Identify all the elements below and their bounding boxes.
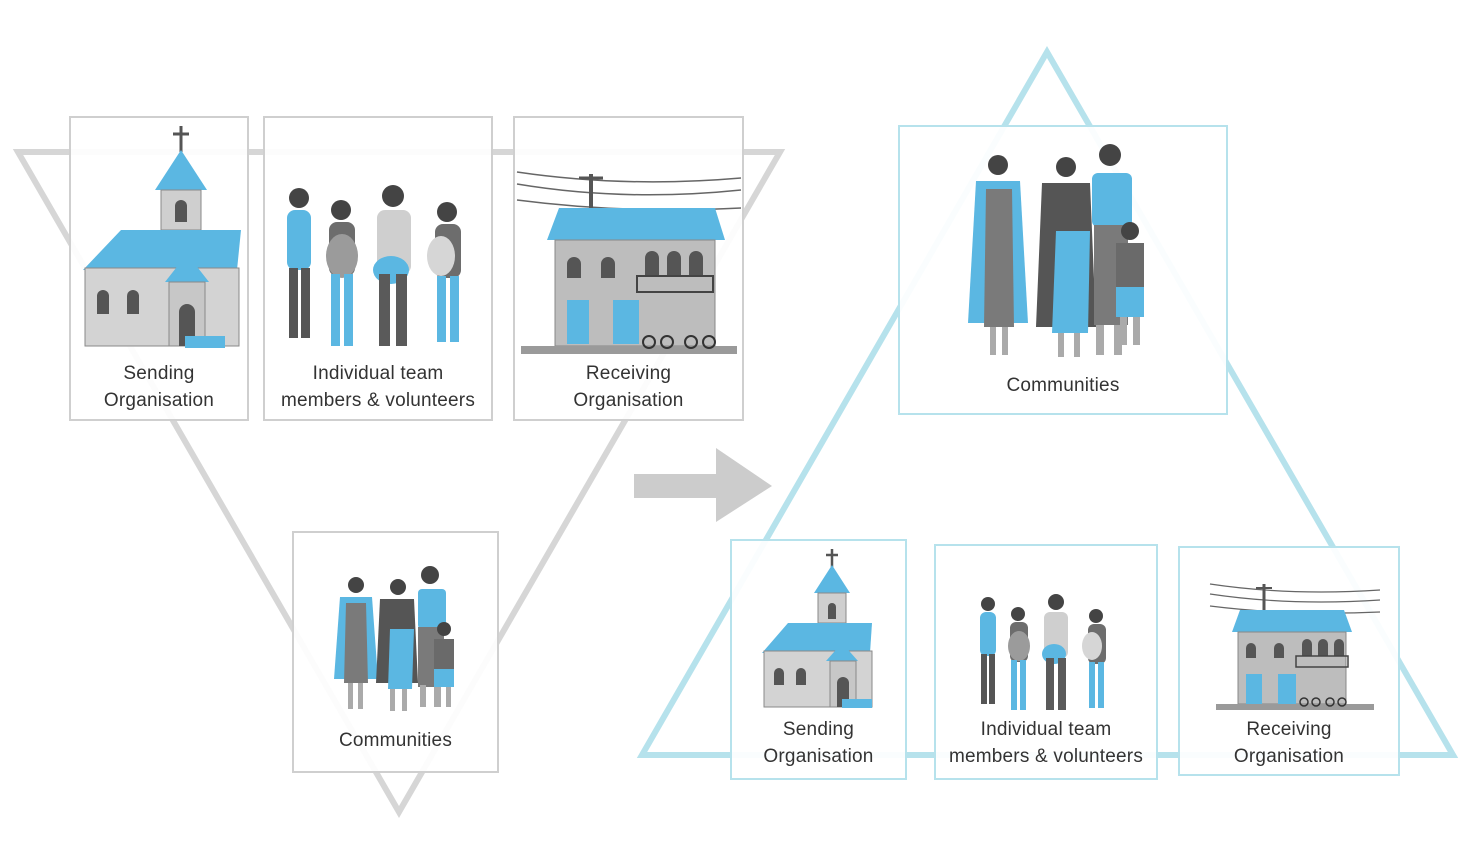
- caption-line-1: Individual team: [980, 719, 1112, 740]
- card-caption: Sending Organisation: [71, 360, 247, 414]
- caption-line-2: Organisation: [763, 746, 874, 767]
- church-icon: [762, 549, 873, 708]
- after-card-individual-team-members: Individual team members & volunteers: [934, 544, 1158, 780]
- after-card-sending-organisation: Sending Organisation: [730, 539, 907, 780]
- after-card-communities: Communities: [898, 125, 1228, 415]
- caption-line-1: Sending: [782, 719, 855, 740]
- team-members-icon: [287, 185, 461, 346]
- caption-line-2: members & volunteers: [280, 390, 476, 411]
- card-caption: Receiving Organisation: [1180, 716, 1398, 770]
- card-caption: Communities: [900, 372, 1226, 399]
- caption-line-1: Receiving: [1246, 719, 1332, 740]
- receiving-building-icon: [516, 171, 742, 354]
- caption-line-2: Organisation: [103, 390, 215, 411]
- team-members-icon: [980, 594, 1106, 710]
- before-card-communities: Communities: [292, 531, 499, 773]
- before-card-sending-organisation: Sending Organisation: [69, 116, 249, 421]
- card-caption: Receiving Organisation: [515, 360, 742, 414]
- caption-line-2: Organisation: [1233, 746, 1345, 767]
- church-icon: [83, 126, 241, 348]
- community-family-icon: [968, 144, 1144, 357]
- caption-line-1: Sending: [123, 363, 195, 384]
- card-caption: Individual team members & volunteers: [936, 716, 1156, 770]
- card-caption: Communities: [294, 727, 497, 754]
- card-caption: Individual team members & volunteers: [265, 360, 491, 414]
- caption-line-2: members & volunteers: [948, 746, 1144, 767]
- caption-line-2: Organisation: [573, 390, 684, 411]
- caption-line-1: Communities: [1006, 375, 1120, 396]
- after-card-receiving-organisation: Receiving Organisation: [1178, 546, 1400, 776]
- caption-line-1: Communities: [338, 730, 453, 751]
- caption-line-1: Individual team: [312, 363, 444, 384]
- community-family-icon: [334, 566, 454, 711]
- caption-line-1: Receiving: [585, 363, 672, 384]
- right-arrow-icon: [634, 448, 772, 522]
- receiving-building-icon: [1209, 583, 1381, 710]
- before-card-individual-team-members: Individual team members & volunteers: [263, 116, 493, 421]
- card-caption: Sending Organisation: [732, 716, 905, 770]
- before-card-receiving-organisation: Receiving Organisation: [513, 116, 744, 421]
